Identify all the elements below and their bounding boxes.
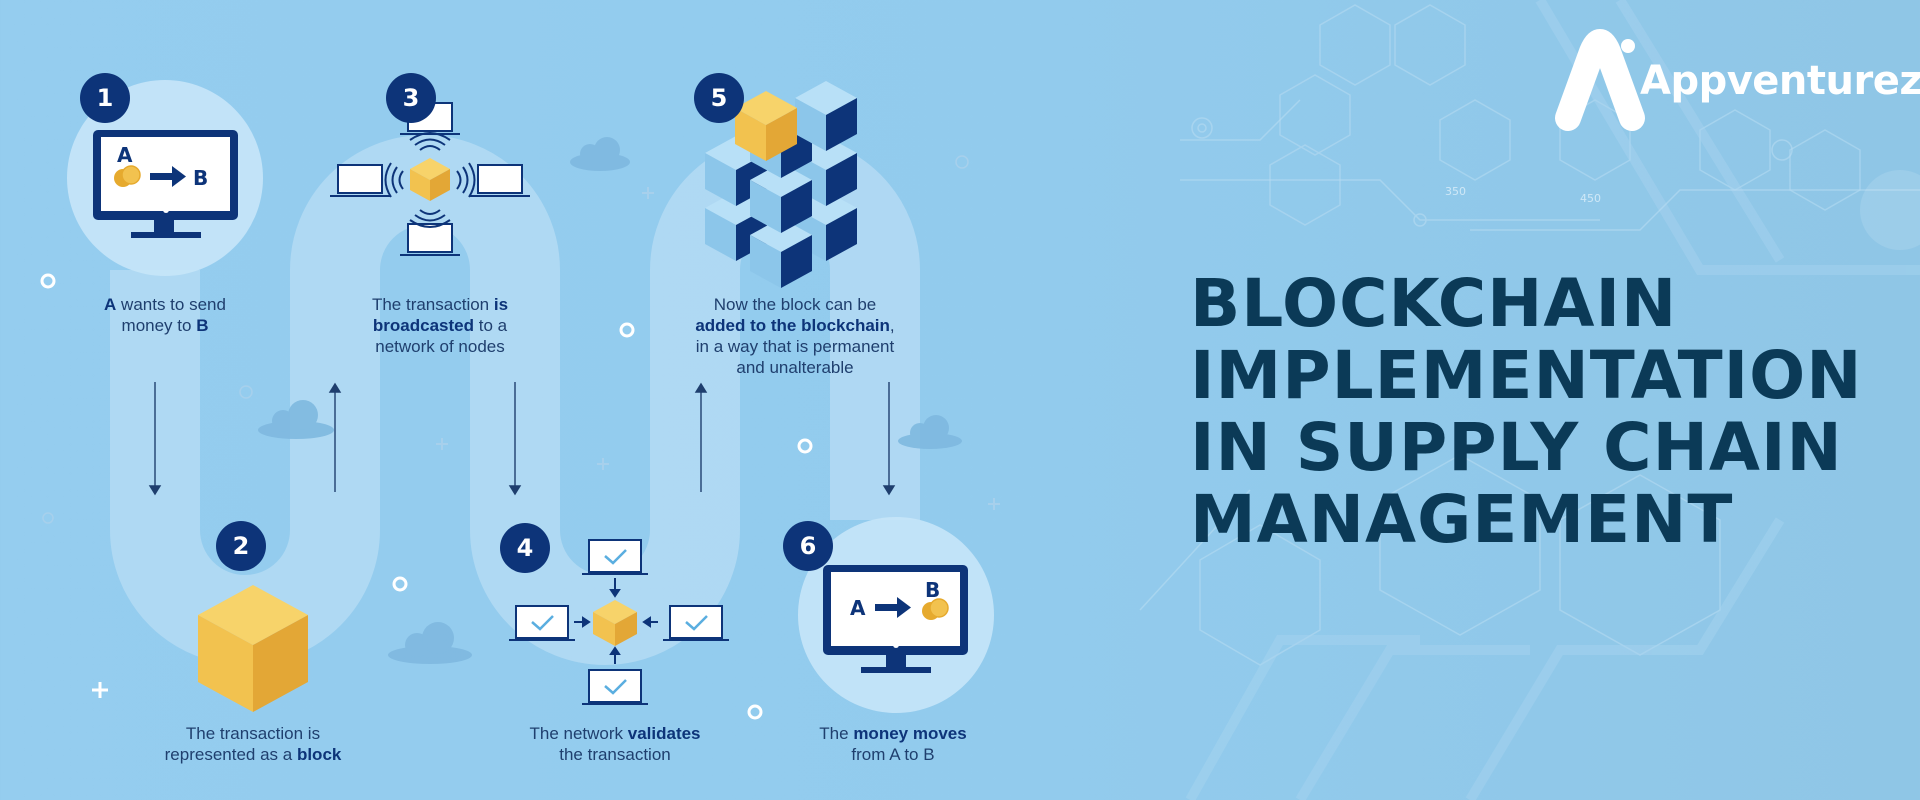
arrow-right-icon: [150, 166, 186, 187]
caption-bold-text: is: [493, 295, 509, 314]
title-line-4: MANAGEMENT: [1190, 481, 1734, 558]
caption-text: Now the block can be: [713, 295, 877, 314]
coins-icon-6: [922, 598, 949, 620]
caption-text: wants to send: [116, 295, 226, 314]
block-icon-small: [410, 158, 450, 201]
step-1-from-label: A: [117, 143, 133, 167]
title-line-1: BLOCKCHAIN: [1190, 265, 1678, 342]
caption-line: the transaction: [490, 744, 740, 765]
step-1-to-label: B: [193, 166, 208, 190]
caption-text: ,: [889, 316, 895, 335]
caption-text: The network: [529, 724, 628, 743]
caption-line: The transaction is: [325, 294, 555, 315]
caption-bold-text: added to the blockchain: [695, 316, 890, 335]
step-6-to-label: B: [925, 578, 940, 602]
signal-icon: [384, 132, 476, 228]
laptop-icon-left: [330, 164, 390, 197]
caption-text: The transaction: [371, 295, 494, 314]
page-title: BLOCKCHAIN IMPLEMENTATION IN SUPPLY CHAI…: [1190, 268, 1910, 556]
caption-line: broadcasted to a: [325, 315, 555, 336]
caption-text: and unalterable: [736, 358, 854, 377]
caption-text: in a way that is permanent: [695, 337, 895, 356]
laptop-check-icon-bottom: [582, 669, 648, 705]
step-6-badge: 6: [783, 521, 833, 571]
caption-line: in a way that is permanent: [660, 336, 930, 357]
cloud-icon-1: [570, 137, 630, 171]
caption-text: The: [819, 724, 854, 743]
caption-line: from A to B: [783, 744, 1003, 765]
caption-bold-text: block: [296, 745, 342, 764]
laptop-check-icon-left: [509, 605, 575, 641]
caption-line: represented as a block: [118, 744, 388, 765]
cloud-icon-2: [258, 400, 334, 439]
caption-line: The transaction is: [118, 723, 388, 744]
arrow-right-icon-6: [875, 597, 911, 618]
step-4-badge: 4: [500, 523, 550, 573]
caption-text: represented as a: [164, 745, 297, 764]
caption-text: The transaction is: [185, 724, 321, 743]
caption-line: Now the block can be: [660, 294, 930, 315]
step-1-badge: 1: [80, 73, 130, 123]
decor-number-450: 450: [1580, 192, 1601, 205]
decor-number-350: 350: [1445, 185, 1466, 198]
caption-line: money to B: [70, 315, 260, 336]
check-icon: [531, 549, 708, 695]
step-2-badge: 2: [216, 521, 266, 571]
brand-name: Appventurez: [1640, 58, 1920, 104]
laptop-icon-right: [470, 164, 530, 197]
caption-text: network of nodes: [375, 337, 505, 356]
caption-text: the transaction: [559, 745, 671, 764]
caption-bold-text: B: [196, 316, 209, 335]
caption-line: The money moves: [783, 723, 1003, 744]
caption-text: from A to B: [851, 745, 935, 764]
block-icon-center: [593, 600, 637, 646]
step-3-badge: 3: [386, 73, 436, 123]
laptop-check-icon-right: [663, 605, 729, 641]
caption-bold-text: broadcasted: [372, 316, 474, 335]
caption-line: added to the blockchain,: [660, 315, 930, 336]
caption-text: money to: [121, 316, 197, 335]
laptop-check-icon-top: [582, 539, 648, 575]
caption-line: A wants to send: [70, 294, 260, 315]
block-icon: [198, 585, 308, 712]
coins-icon: [114, 165, 141, 187]
title-line-2: IMPLEMENTATION: [1190, 337, 1863, 414]
caption-line: and unalterable: [660, 357, 930, 378]
caption-bold-text: A: [104, 295, 117, 314]
caption-line: network of nodes: [325, 336, 555, 357]
step-6-from-label: A: [850, 596, 866, 620]
caption-bold-text: validates: [627, 724, 701, 743]
caption-bold-text: money moves: [853, 724, 967, 743]
caption-text: to a: [474, 316, 508, 335]
step-5-badge: 5: [694, 73, 744, 123]
cloud-icon-4: [388, 622, 472, 664]
cloud-icon-3: [898, 415, 962, 449]
title-line-3: IN SUPPLY CHAIN: [1190, 409, 1843, 486]
caption-line: The network validates: [490, 723, 740, 744]
laptop-icon-bottom: [400, 223, 460, 256]
